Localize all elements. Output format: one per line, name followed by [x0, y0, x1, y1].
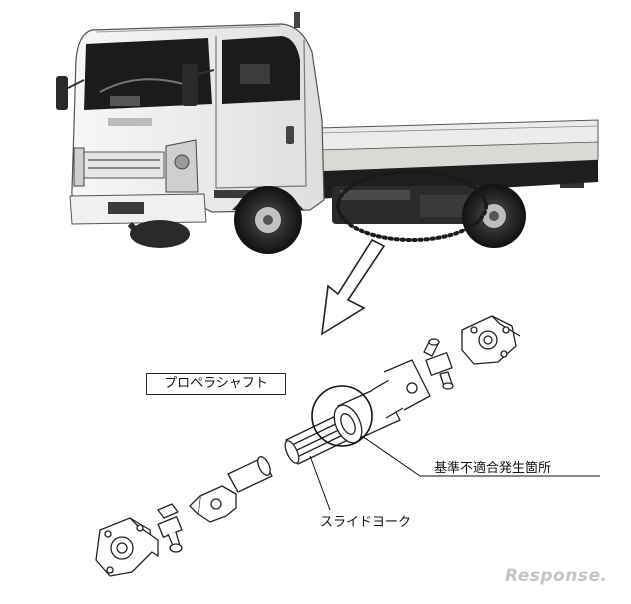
propeller-shaft-diagram — [95, 315, 521, 577]
slide-yoke — [333, 359, 431, 444]
left-center-yoke — [189, 485, 237, 523]
left-mirror — [56, 76, 68, 110]
front-grille — [83, 151, 165, 179]
response-watermark: Response. — [505, 566, 608, 586]
left-flange-yoke — [95, 517, 159, 577]
leader-slide-yoke — [309, 455, 331, 511]
windshield — [84, 38, 212, 110]
defect-location-label: 基準不適合発生箇所 — [434, 461, 552, 476]
leader-defect — [361, 435, 600, 477]
tube-section — [227, 456, 273, 493]
left-universal-joint — [157, 503, 183, 553]
cab-step — [214, 190, 270, 198]
right-mirror — [182, 64, 198, 106]
right-universal-joint — [423, 338, 454, 390]
headlight-left — [73, 147, 85, 187]
part-name-label: プロペラシャフト — [146, 373, 286, 395]
slide-yoke-label: スライドヨーク — [320, 515, 412, 530]
highlight-ellipse — [336, 170, 488, 242]
defect-circle — [311, 385, 373, 447]
rear-bumper — [560, 180, 584, 188]
right-flange-yoke — [461, 315, 521, 365]
pointer-arrow — [320, 238, 386, 336]
truck-illustration — [56, 12, 599, 254]
door-handle — [286, 126, 294, 144]
